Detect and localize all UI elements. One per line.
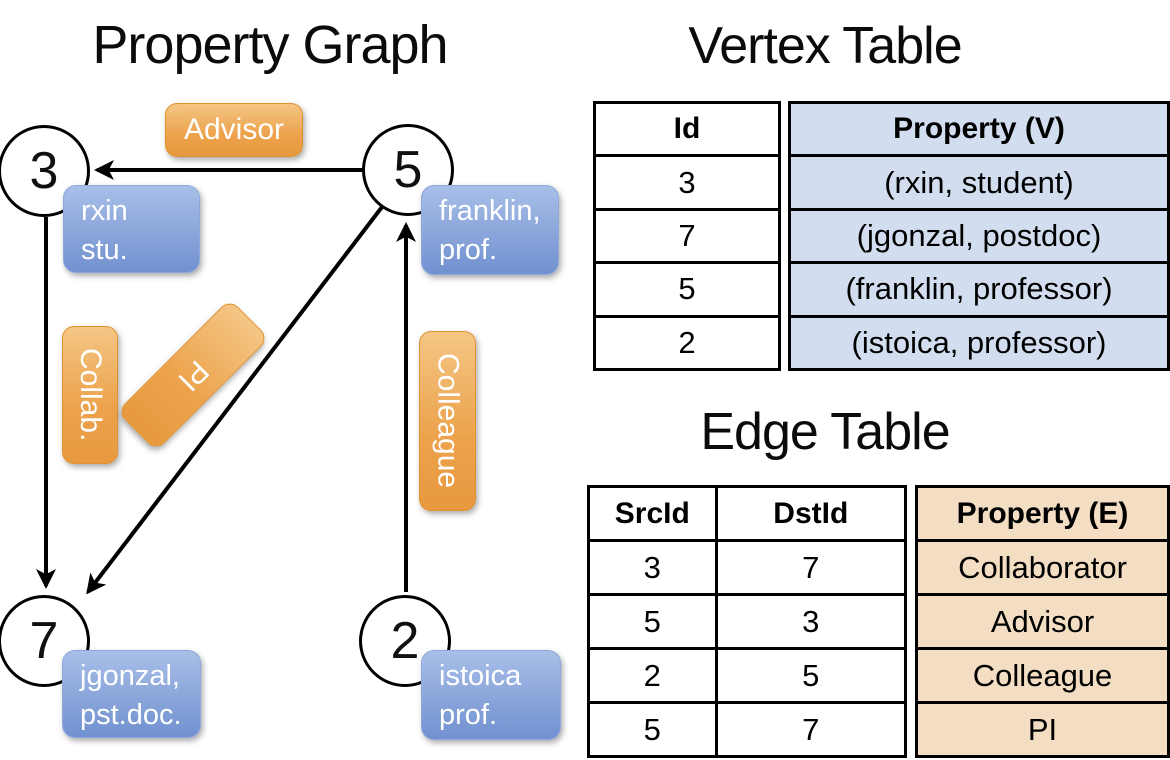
edge-dst-cell: 5: [714, 650, 904, 701]
vertex-id-cell: 5: [678, 271, 696, 307]
vertex-property-line: rxin: [81, 195, 128, 227]
column-header-srcid: SrcId: [614, 496, 690, 530]
vertex-property-line: istoica: [439, 660, 522, 692]
table-row: Colleague: [918, 647, 1167, 701]
table-header-row: Property (V): [791, 104, 1167, 154]
table-header-row: SrcId DstId: [590, 488, 904, 539]
property-graph-title: Property Graph: [92, 15, 448, 75]
vertex-property-box-franklin: franklin, prof.: [421, 185, 559, 275]
column-header-property-v: Property (V): [893, 112, 1065, 146]
vertex-id-cell: 7: [678, 218, 696, 254]
edge-dst-cell: 3: [714, 596, 904, 647]
table-row: (jgonzal, postdoc): [791, 207, 1167, 261]
vertex-property-line: jgonzal,: [80, 660, 180, 692]
table-row: 7: [596, 207, 778, 261]
vertex-property-cell: (rxin, student): [884, 164, 1074, 200]
table-row: (istoica, professor): [791, 314, 1167, 368]
table-row: 5: [596, 261, 778, 314]
vertex-property-line: stu.: [81, 234, 128, 266]
table-row: Collaborator: [918, 539, 1167, 593]
vertex-property-line: prof.: [439, 234, 498, 266]
edge-property-cell: Collaborator: [958, 549, 1127, 585]
graph-node-5: 5: [362, 124, 454, 216]
vertex-property-box-istoica: istoica prof.: [421, 650, 561, 740]
vertex-property-cell: (istoica, professor): [851, 324, 1107, 360]
vertex-property-line: pst.doc.: [80, 699, 182, 731]
table-header-row: Property (E): [918, 488, 1167, 539]
vertex-property-line: prof.: [439, 699, 498, 731]
column-header-id: Id: [673, 112, 701, 146]
table-row: 5 3: [590, 593, 904, 647]
vertex-id-cell: 3: [678, 164, 696, 200]
edge-src-cell: 3: [643, 549, 661, 585]
edge-label-colleague: Colleague: [419, 331, 476, 511]
vertex-property-cell: (franklin, professor): [845, 271, 1113, 307]
table-row: 2: [596, 314, 778, 368]
table-row: (rxin, student): [791, 154, 1167, 207]
vertex-table-property-column: Property (V) (rxin, student) (jgonzal, p…: [788, 101, 1170, 371]
table-row: 3: [596, 154, 778, 207]
node-id-label: 3: [29, 142, 59, 200]
table-row: Advisor: [918, 593, 1167, 647]
edge-5-to-7-pi: [86, 205, 384, 595]
node-id-label: 5: [393, 141, 423, 199]
table-row: 3 7: [590, 539, 904, 593]
edge-table-id-columns: SrcId DstId 3 7 5 3 2 5 5 7: [587, 485, 907, 758]
edge-table-title: Edge Table: [700, 403, 950, 461]
edge-table-property-column: Property (E) Collaborator Advisor Collea…: [915, 485, 1170, 758]
table-row: 5 7: [590, 701, 904, 755]
vertex-property-box-jgonzal: jgonzal, pst.doc.: [62, 650, 201, 738]
vertex-table-id-column: Id 3 7 5 2: [593, 101, 781, 371]
edge-src-cell: 2: [643, 657, 661, 693]
graph-node-2: 2: [359, 595, 451, 687]
vertex-property-box-rxin: rxin stu.: [63, 185, 200, 273]
node-id-label: 7: [29, 612, 59, 670]
column-header-property-e: Property (E): [956, 496, 1129, 530]
edge-label-advisor: Advisor: [165, 103, 303, 157]
edge-src-cell: 5: [643, 603, 661, 639]
node-id-label: 2: [390, 612, 420, 670]
vertex-table-title: Vertex Table: [688, 17, 962, 75]
edge-dst-cell: 7: [714, 542, 904, 593]
table-row: (franklin, professor): [791, 261, 1167, 314]
table-row: 2 5: [590, 647, 904, 701]
edge-property-cell: Colleague: [972, 657, 1113, 693]
vertex-property-line: franklin,: [439, 195, 541, 227]
vertex-property-cell: (jgonzal, postdoc): [856, 218, 1102, 254]
column-header-dstid: DstId: [714, 488, 904, 539]
edge-label-collab: Collab.: [62, 326, 118, 464]
vertex-id-cell: 2: [678, 324, 696, 360]
table-row: PI: [918, 701, 1167, 755]
edge-property-cell: PI: [1027, 711, 1058, 747]
edge-dst-cell: 7: [714, 704, 904, 755]
edge-src-cell: 5: [643, 711, 661, 747]
table-header-row: Id: [596, 104, 778, 154]
edge-property-cell: Advisor: [990, 603, 1095, 639]
